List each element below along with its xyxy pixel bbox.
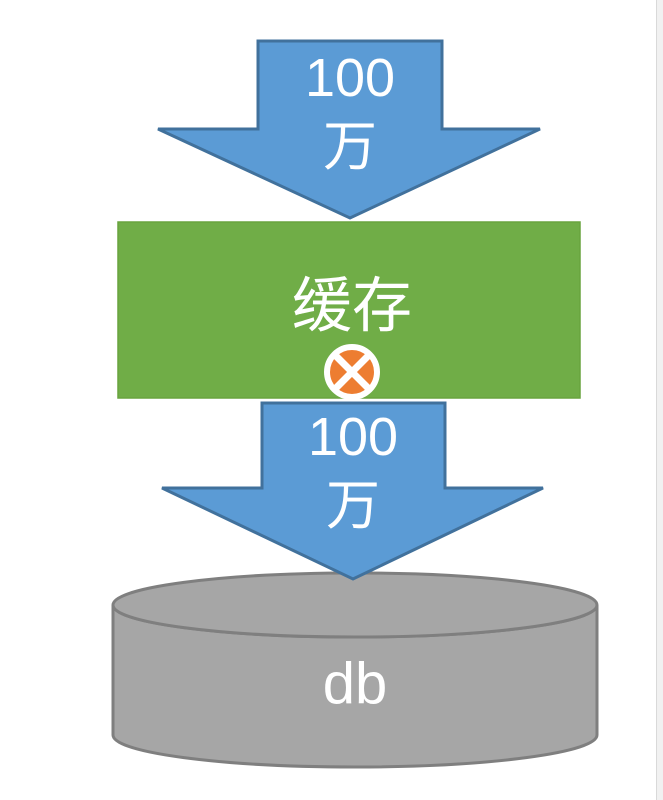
- cache-label: 缓存: [292, 273, 412, 340]
- top-arrow-value: 100: [305, 48, 395, 108]
- bottom-arrow-unit: 万: [326, 476, 380, 536]
- top-arrow-unit: 万: [323, 117, 377, 177]
- db-cylinder: [111, 571, 599, 769]
- crossed-circle-icon: [324, 344, 380, 400]
- bottom-arrow-value: 100: [308, 407, 398, 467]
- bottom-down-arrow: [161, 401, 544, 581]
- crossed-circle-x: [327, 347, 377, 397]
- db-label: db: [323, 652, 388, 717]
- page-edge-strip: [656, 0, 663, 800]
- top-down-arrow: [157, 39, 541, 220]
- db-cylinder-top: [111, 571, 599, 639]
